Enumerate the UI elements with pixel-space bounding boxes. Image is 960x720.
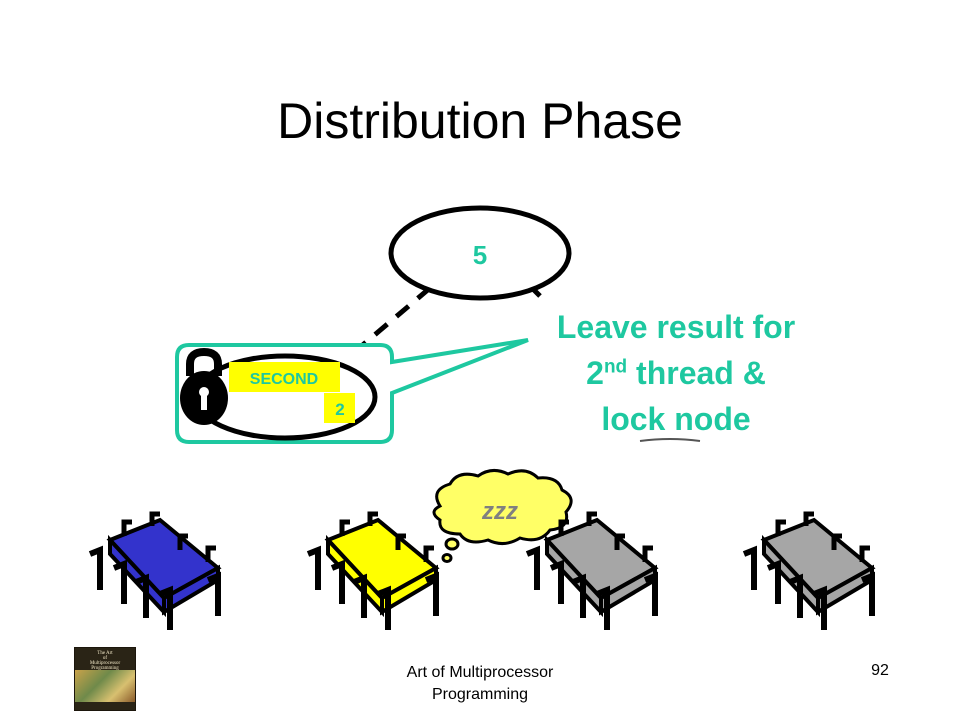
page-number: 92 [871,662,889,679]
callout-text: Leave result for 2nd thread & lock node [520,304,832,442]
state-label-bg [229,362,340,392]
parent-node-value: 5 [473,240,487,270]
cpu-chip-1 [88,511,222,630]
cpu-chip-3 [525,511,659,630]
callout-line-2-suffix: thread & [627,355,766,391]
parent-node [388,205,572,301]
callout-line-1: Leave result for [556,309,796,345]
book-title-line4: Programming [91,666,119,671]
book-title-line2: of [102,656,108,661]
book-title-line1: The Art [97,651,113,656]
cpu-chip-4 [742,511,876,630]
book-title-line3: Multiprocessor [89,661,121,666]
slide-title: Distribution Phase [277,93,683,149]
book-cover-image: The Art of Multiprocessor Programming [74,647,136,711]
cpu-chip-2 [306,511,440,630]
callout-line-3: lock node [601,401,751,437]
state-label: SECOND [250,371,318,388]
callout-line-2-prefix: 2 [586,355,604,391]
callout-line-2-sup: nd [603,356,628,378]
footer-line-2: Programming [431,686,529,703]
thought-text: zzz [481,498,518,525]
footer-text: Art of Multiprocessor Programming [360,662,600,706]
padlock-icon [180,347,228,425]
callout-line-2: 2nd thread & [520,350,832,396]
result-label-bg [324,393,355,423]
hidden-node-edge [639,438,701,442]
footer-line-1: Art of Multiprocessor [406,664,554,681]
thought-cloud: zzz [432,469,573,563]
result-label: 2 [335,400,344,419]
